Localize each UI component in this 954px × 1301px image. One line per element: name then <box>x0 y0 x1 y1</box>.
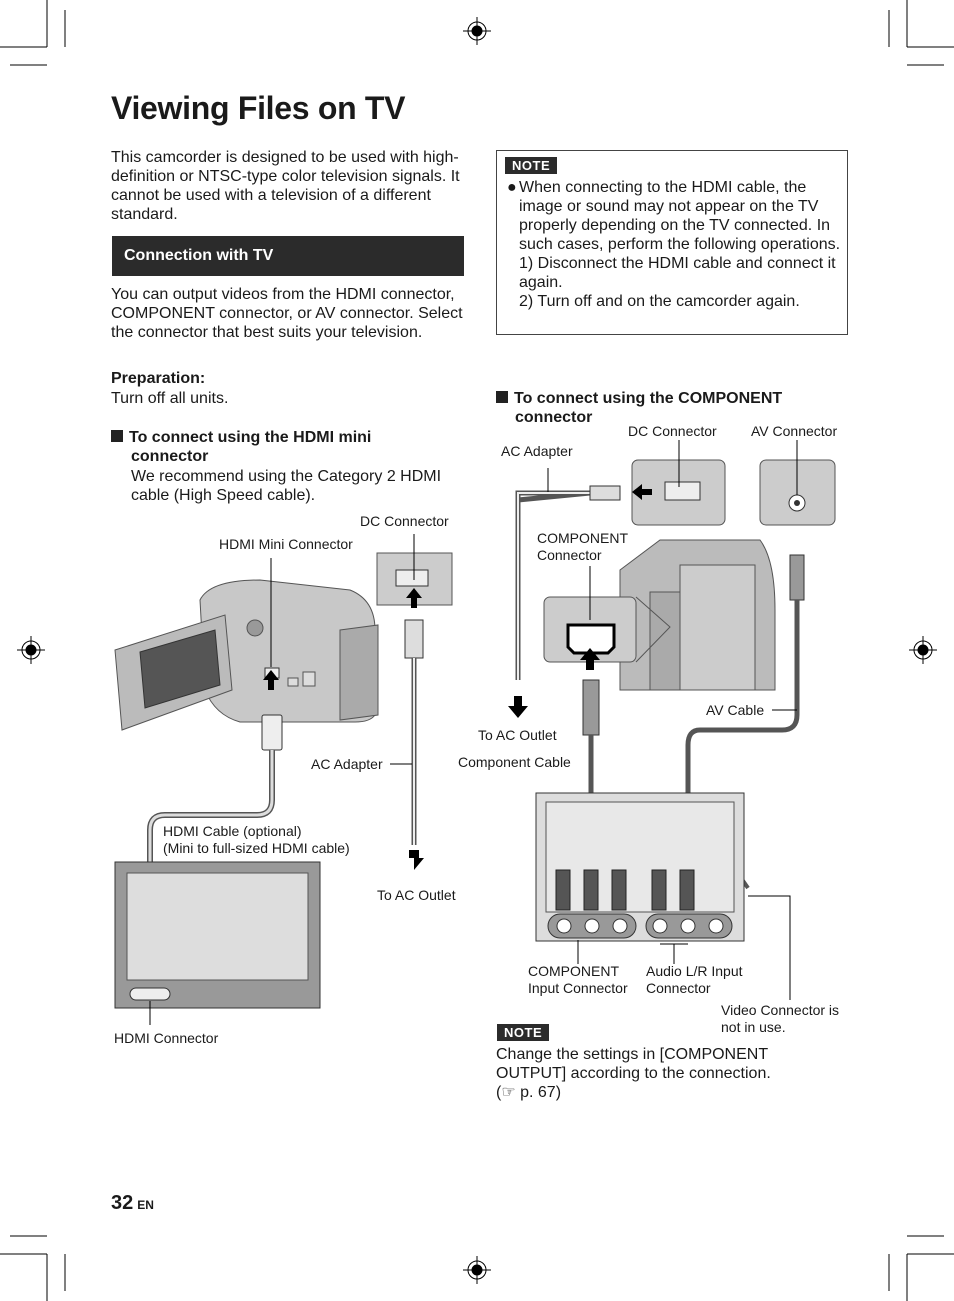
square-bullet-icon <box>111 430 123 442</box>
hdmi-heading-line2: connector <box>131 448 209 465</box>
preparation-label: Preparation: <box>111 370 206 387</box>
comp-dc-connector-label: DC Connector <box>628 423 717 439</box>
camcorder-illustration <box>114 579 379 731</box>
hdmi-recommendation: We recommend using the Category 2 HDMI c… <box>131 468 442 504</box>
comp-component-cable-label: Component Cable <box>458 754 571 770</box>
hdmi-ac-adapter-label: AC Adapter <box>311 756 383 772</box>
comp-component-connector-label-1: COMPONENT <box>537 530 628 546</box>
video-connector-label-1: Video Connector is <box>721 1002 840 1018</box>
comp-ac-adapter-label: AC Adapter <box>501 443 573 459</box>
comp-av-connector-label: AV Connector <box>751 423 838 439</box>
component-note-main: Change the settings in [COMPONENT OUTPUT… <box>496 1046 771 1082</box>
hdmi-connector-label: HDMI Connector <box>114 1030 219 1046</box>
component-heading: To connect using the COMPONENT connector <box>496 389 836 427</box>
hdmi-heading: To connect using the HDMI mini connector <box>111 428 461 466</box>
audio-input-label-2: Connector <box>646 980 711 996</box>
note-step-1: 1) Disconnect the HDMI cable and connect… <box>505 254 841 292</box>
comp-input-label-2: Input Connector <box>528 980 628 996</box>
arrow-down-icon <box>508 696 528 718</box>
page-number-value: 32 <box>111 1192 134 1214</box>
page-reference-link[interactable]: (☞ p. 67) <box>496 1084 562 1101</box>
arrow-up-icon <box>263 670 279 690</box>
note-body: ● When connecting to the HDMI cable, the… <box>505 178 841 311</box>
component-heading-line1: To connect using the COMPONENT <box>514 390 783 407</box>
comp-input-label-1: COMPONENT <box>528 963 619 979</box>
comp-to-ac-outlet-label: To AC Outlet <box>478 727 557 743</box>
arrow-down-icon <box>404 850 424 870</box>
component-heading-line2: connector <box>515 409 593 426</box>
hdmi-heading-line1: To connect using the HDMI mini <box>129 429 372 446</box>
registration-mark-icon <box>17 17 937 1284</box>
note-box: NOTE ● When connecting to the HDMI cable… <box>496 150 848 335</box>
note-bullet-text: When connecting to the HDMI cable, the i… <box>519 179 841 253</box>
hdmi-diagram <box>114 534 453 1025</box>
hdmi-cable-label-1: HDMI Cable (optional) <box>163 823 302 839</box>
note-step-2: 2) Turn off and on the camcorder again. <box>505 292 841 311</box>
component-note-text: Change the settings in [COMPONENT OUTPUT… <box>496 1045 826 1102</box>
page-title: Viewing Files on TV <box>111 90 406 126</box>
comp-av-cable-label: AV Cable <box>706 702 765 718</box>
component-diagram <box>508 440 836 1000</box>
hdmi-cable-label-2: (Mini to full-sized HDMI cable) <box>163 840 350 856</box>
note-step-2-text: 2) Turn off and on the camcorder again. <box>519 293 800 310</box>
section-heading-bar: Connection with TV <box>112 236 464 276</box>
intro-paragraph: This camcorder is designed to be used wi… <box>111 149 460 223</box>
preparation-text: Turn off all units. <box>111 390 229 407</box>
section-heading: Connection with TV <box>124 247 274 264</box>
note-badge-2: NOTE <box>497 1024 550 1041</box>
note-badge: NOTE <box>505 157 558 174</box>
bullet-icon: ● <box>507 179 517 196</box>
audio-input-label-1: Audio L/R Input <box>646 963 743 979</box>
note-bullet-item: ● When connecting to the HDMI cable, the… <box>505 178 841 254</box>
arrow-up-icon <box>406 588 422 608</box>
connection-paragraph: You can output videos from the HDMI conn… <box>111 286 463 341</box>
note-step-1-text: 1) Disconnect the HDMI cable and connect… <box>519 255 836 291</box>
hdmi-mini-connector-label: HDMI Mini Connector <box>219 536 353 552</box>
page-language: EN <box>137 1198 154 1212</box>
square-bullet-icon <box>496 391 508 403</box>
hdmi-dc-connector-label: DC Connector <box>360 513 449 529</box>
video-connector-label-2: not in use. <box>721 1019 786 1035</box>
comp-component-connector-label-2: Connector <box>537 547 602 563</box>
hdmi-to-ac-outlet-label: To AC Outlet <box>377 887 456 903</box>
